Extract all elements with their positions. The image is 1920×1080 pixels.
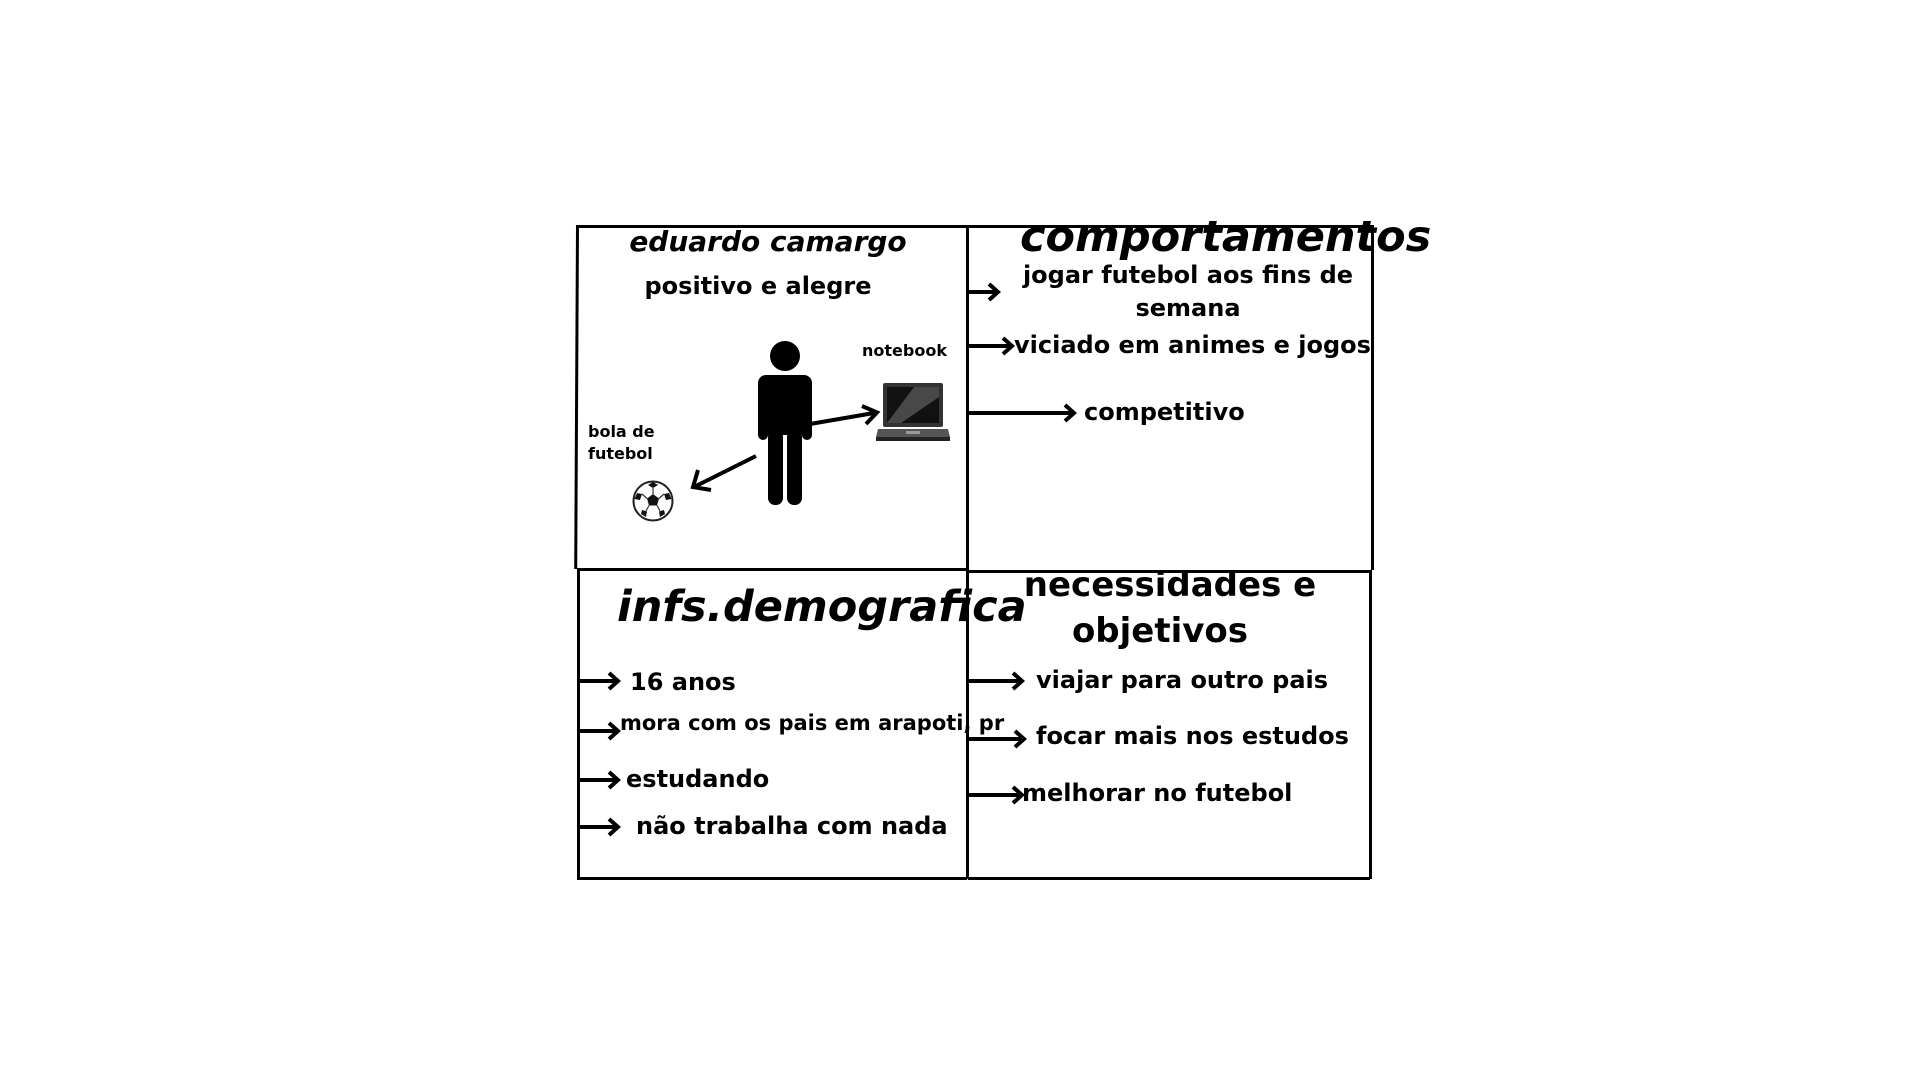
grid-top-border-left (578, 225, 966, 228)
behaviors-title: comportamentos (1020, 212, 1432, 262)
persona-name: eduardo camargo (629, 225, 907, 258)
behavior-item-anime: viciado em animes e jogos (1014, 331, 1371, 359)
demographic-item-work: não trabalha com nada (636, 812, 948, 840)
persona-trait: positivo e alegre (644, 272, 872, 300)
arrow-right-icon (969, 336, 1015, 356)
demographic-item-age: 16 anos (630, 668, 736, 696)
grid-middle-divider-left (577, 568, 967, 571)
grid-bottom-border-left (577, 877, 967, 880)
arrow-right-icon (579, 721, 621, 741)
arrow-right-icon (969, 729, 1027, 749)
grid-left-border-top (574, 225, 579, 570)
goal-item-study: focar mais nos estudos (1036, 722, 1349, 750)
grid-top-border-right (968, 225, 1372, 228)
person-icon (754, 340, 816, 506)
behavior-item-competitive: competitivo (1084, 398, 1245, 426)
arrow-right-icon (969, 785, 1025, 805)
grid-middle-divider-right (968, 570, 1372, 573)
behavior-item-football-line1: jogar futebol aos fins de (1022, 261, 1354, 289)
demographic-item-residence: mora com os pais em arapoti, pr (620, 711, 1005, 735)
grid-right-border-top (1371, 225, 1374, 570)
laptop-icon (876, 382, 950, 446)
goals-title-line1: necessidades e (1023, 565, 1317, 605)
goal-item-travel: viajar para outro pais (1036, 666, 1329, 694)
soccer-ball-icon (632, 480, 674, 522)
grid-bottom-border-right (968, 877, 1370, 880)
arrow-right-icon (969, 403, 1077, 423)
arrow-right-icon (969, 282, 1001, 302)
arrow-right-icon (969, 671, 1025, 691)
behavior-item-football-line2: semana (1135, 294, 1241, 322)
ball-label-line2: futebol (588, 444, 653, 463)
ball-label-line1: bola de (588, 422, 655, 441)
arrow-right-icon (579, 770, 621, 790)
demographic-item-studying: estudando (626, 765, 770, 793)
grid-center-divider (966, 225, 969, 879)
arrow-person-to-laptop (808, 404, 883, 428)
grid-left-border-bottom (577, 570, 580, 879)
goal-item-football: melhorar no futebol (1022, 779, 1293, 807)
goals-title-line2: objetivos (1071, 611, 1249, 651)
demographics-title: infs.demografica (617, 582, 1027, 632)
arrow-right-icon (579, 817, 621, 837)
grid-right-border-bottom (1369, 570, 1372, 879)
notebook-label: notebook (862, 341, 947, 360)
arrow-right-icon (579, 671, 621, 691)
arrow-person-to-ball (688, 453, 760, 493)
